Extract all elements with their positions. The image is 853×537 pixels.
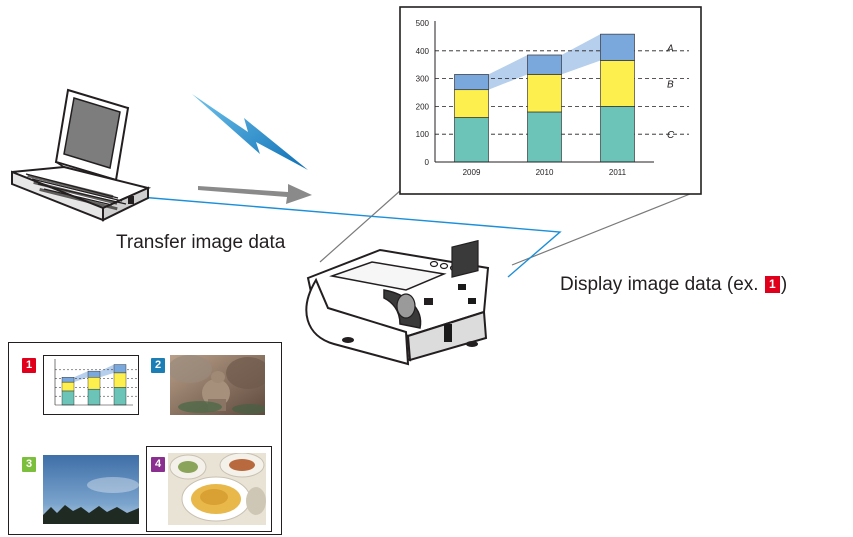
bar-segment-B-2010 (87, 377, 101, 390)
thumbnail-3-badge: 3 (22, 457, 36, 472)
y-tick-label: 500 (416, 19, 430, 28)
y-tick-label: 300 (416, 75, 430, 84)
display-caption: Display image data (ex. 1) (560, 274, 787, 296)
series-band (488, 54, 528, 90)
transfer-caption: Transfer image data (116, 232, 286, 253)
thumbnail-3-sky-photo (43, 455, 139, 524)
bar-segment-C-2009 (61, 390, 75, 406)
y-tick-label: 200 (416, 102, 430, 111)
thumbnail-4-badge: 4 (151, 457, 165, 472)
transfer-arrow-icon (198, 184, 312, 204)
y-tick-label: 0 (425, 158, 430, 167)
series-label-A: A (666, 43, 674, 54)
series-band (561, 34, 601, 75)
y-tick-label: 100 (416, 130, 430, 139)
bar-segment-C-2010 (87, 388, 101, 406)
bar-segment-C-2011 (113, 387, 127, 406)
display-caption-badge: 1 (764, 276, 780, 293)
bar-segment-A-2010 (87, 370, 101, 378)
x-tick-label: 2010 (536, 168, 554, 177)
thumbnail-1-chart (43, 355, 139, 415)
bar-segment-C-2010 (527, 111, 562, 163)
thumbnail-panel (8, 342, 282, 535)
series-label-B: B (667, 79, 674, 90)
x-tick-label: 2011 (609, 168, 627, 177)
bar-segment-C-2009 (454, 117, 489, 163)
series-label-C: C (667, 130, 675, 141)
y-tick-label: 400 (416, 47, 430, 56)
bar-segment-B-2009 (454, 89, 489, 118)
thumbnail-4-frame (146, 446, 272, 532)
bar-segment-A-2009 (454, 74, 489, 91)
series-band (74, 371, 88, 383)
thumbnail-2-badge: 2 (151, 358, 165, 373)
bar-segment-B-2010 (527, 74, 562, 113)
wireless-signal-icon (192, 94, 308, 170)
series-band (100, 364, 114, 378)
thumbnail-1-badge: 1 (22, 358, 36, 373)
display-caption-close: ) (780, 274, 788, 295)
laptop-icon (11, 88, 152, 222)
bar-segment-C-2011 (600, 106, 635, 163)
thumbnail-2-animal-photo (170, 355, 265, 415)
x-tick-label: 2009 (463, 168, 481, 177)
bar-segment-B-2009 (61, 381, 75, 392)
projector-icon (305, 240, 490, 366)
bar-segment-A-2009 (61, 377, 75, 383)
bar-segment-B-2011 (113, 372, 127, 388)
thumbnail-4-food-photo (168, 453, 266, 525)
bar-segment-B-2011 (600, 60, 635, 107)
display-caption-prefix: Display image data (ex. (560, 274, 764, 295)
stacked-bar-chart: 0 100 200 300 400 500 2009 2010 2011 C B A (399, 6, 702, 195)
bar-segment-A-2011 (113, 364, 127, 374)
bar-segment-A-2011 (600, 33, 635, 61)
bar-segment-A-2010 (527, 54, 562, 75)
